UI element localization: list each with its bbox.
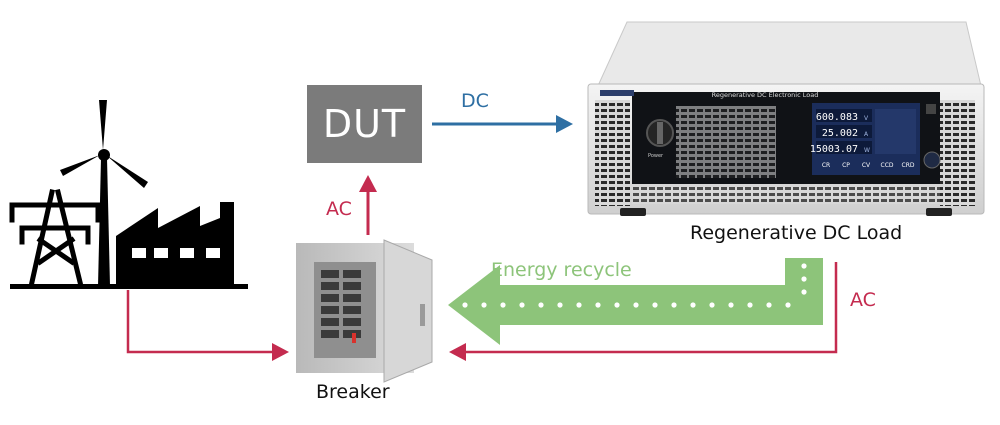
power-label: Power: [648, 153, 664, 159]
usb-port: [926, 104, 936, 114]
dut-box: DUT: [307, 85, 422, 163]
ac-up-label: AC: [326, 198, 352, 220]
reading-current: 25.002: [822, 128, 858, 139]
power-tower-icon: [9, 188, 101, 286]
rotary-knob: [923, 151, 941, 169]
ground-line: [10, 284, 248, 289]
mode-button-cv: CV: [862, 162, 871, 169]
mode-button-cr: CR: [822, 162, 830, 169]
ac-feed-arrow: [126, 290, 289, 361]
dc-load-instrument: Regenerative DC Electronic Load Power 60…: [587, 21, 985, 216]
mode-button-crd: CRD: [902, 162, 915, 169]
reading-current-unit: A: [864, 131, 869, 138]
ac-return-arrow: [449, 262, 838, 361]
reading-power-unit: W: [864, 147, 870, 154]
reading-voltage-unit: V: [864, 115, 869, 122]
energy-recycle-label: Energy recycle: [491, 259, 632, 281]
instrument-title: Regenerative DC Electronic Load: [712, 91, 819, 99]
wind-turbine-icon: [60, 100, 148, 286]
mode-button-cp: CP: [842, 162, 850, 169]
factory-icon: [116, 202, 234, 286]
breaker-label: Breaker: [316, 381, 390, 403]
dc-label: DC: [461, 90, 489, 112]
dut-label: DUT: [322, 102, 407, 146]
ac-up-arrow: [359, 175, 377, 235]
mode-button-ccd: CCD: [881, 162, 894, 169]
energy-recycle-arrow: [448, 258, 823, 345]
ac-return-label: AC: [850, 289, 876, 311]
dc-arrow: [432, 115, 573, 133]
reading-voltage: 600.083: [816, 112, 858, 123]
dc-load-label: Regenerative DC Load: [690, 222, 903, 244]
reading-power: 15003.07: [810, 144, 858, 155]
breaker-icon: [296, 239, 433, 383]
